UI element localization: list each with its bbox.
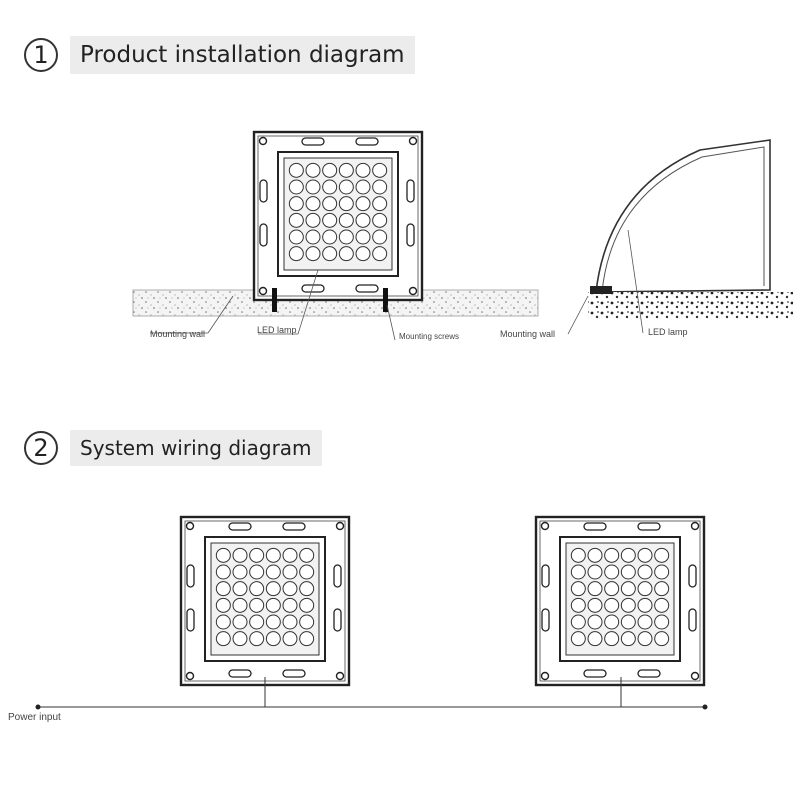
mounting-screw-left [272,288,277,312]
led-lamp-2 [534,515,706,687]
lamp-side-profile [595,139,771,293]
section-1-number: 1 [24,38,58,72]
led-lamp-1 [179,515,351,687]
section-1-header: 1 Product installation diagram [24,36,415,74]
mounting-screw-right [383,288,388,312]
led-lamp-front-view [252,130,424,302]
section-2-number: 2 [24,431,58,465]
section-2-title: System wiring diagram [70,430,322,466]
label-mounting-wall-left: Mounting wall [150,329,206,339]
section-2-header: 2 System wiring diagram [24,430,322,466]
section-1-title: Product installation diagram [70,36,415,74]
label-mounting-screws: Mounting screws [399,332,460,341]
label-mounting-wall-right: Mounting wall [500,329,556,339]
label-power-input: Power input [8,712,61,723]
label-led-lamp-right: LED lamp [648,327,688,337]
label-led-lamp-left: LED lamp [257,325,297,335]
mounting-wall-side [588,292,793,320]
